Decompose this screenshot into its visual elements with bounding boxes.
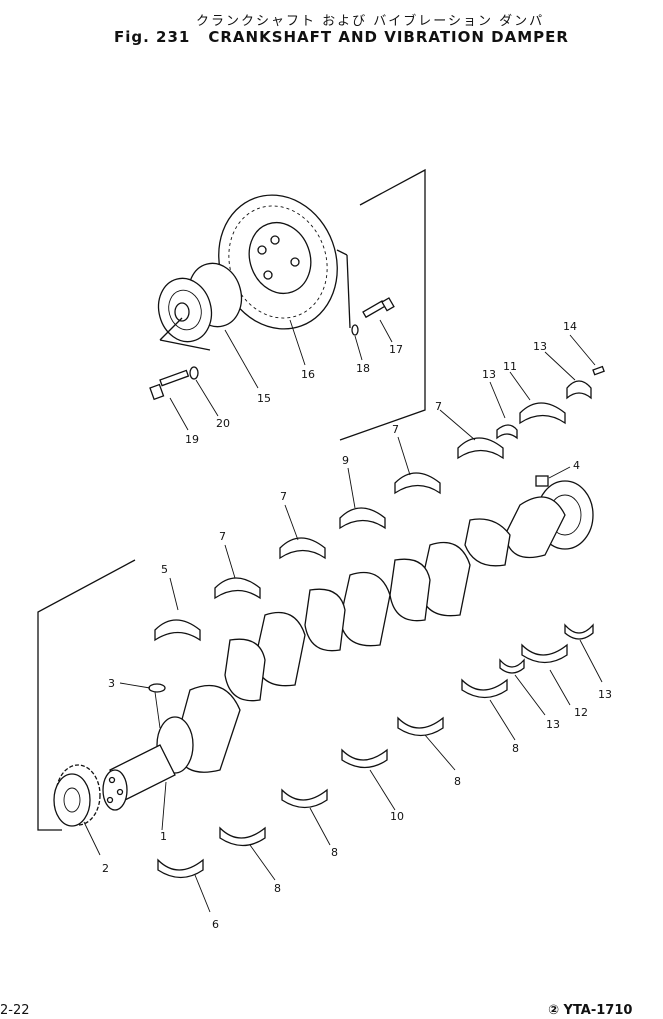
plug-4 — [535, 475, 549, 487]
callout-20: 20 — [216, 417, 230, 430]
callout-7-c: 7 — [392, 423, 399, 436]
callout-17: 17 — [389, 343, 403, 356]
callout-labels: 1 2 3 4 5 6 7 7 7 7 8 8 8 8 9 10 11 12 1… — [102, 320, 612, 931]
callout-15: 15 — [257, 392, 271, 405]
callout-16: 16 — [301, 368, 315, 381]
vibration-damper — [218, 194, 338, 330]
callout-19: 19 — [185, 433, 199, 446]
document-code: ② YTA-1710 — [548, 1003, 633, 1018]
title-japanese: クランクシャフト および バイブレーション ダンパ — [196, 14, 545, 29]
callout-4: 4 — [573, 459, 580, 472]
lower-bearing-shells — [157, 623, 594, 879]
page-number: 2-22 — [0, 1003, 30, 1018]
callout-1: 1 — [160, 830, 167, 843]
callout-6: 6 — [212, 918, 219, 931]
callout-8-c: 8 — [454, 775, 461, 788]
callout-7-a: 7 — [219, 530, 226, 543]
bolt-19 — [149, 369, 190, 401]
crankshaft-group-bracket — [37, 559, 136, 831]
upper-bearing-shells — [154, 365, 605, 642]
crank-gear — [53, 764, 101, 827]
washer-18 — [351, 324, 359, 336]
callout-14: 14 — [563, 320, 577, 333]
callout-18: 18 — [356, 362, 370, 375]
washer-20 — [189, 366, 199, 380]
figure-title-text: CRANKSHAFT AND VIBRATION DAMPER — [208, 28, 569, 46]
callout-7-b: 7 — [280, 490, 287, 503]
callout-13-b: 13 — [533, 340, 547, 353]
figure-number: Fig. 231 — [114, 28, 191, 46]
pulley — [157, 262, 243, 351]
callout-13-a: 13 — [482, 368, 496, 381]
callout-2: 2 — [102, 862, 109, 875]
callout-12: 12 — [574, 706, 588, 719]
callout-3: 3 — [108, 677, 115, 690]
callout-7-d: 7 — [435, 400, 442, 413]
callout-8-b: 8 — [331, 846, 338, 859]
key-3 — [148, 683, 166, 693]
callout-5: 5 — [161, 563, 168, 576]
callout-13-d: 13 — [598, 688, 612, 701]
callout-8-d: 8 — [512, 742, 519, 755]
figure-title: Fig. 231 CRANKSHAFT AND VIBRATION DAMPER — [114, 28, 569, 46]
callout-9: 9 — [342, 454, 349, 467]
callout-10: 10 — [390, 810, 404, 823]
leader-lines — [83, 319, 603, 913]
bolt-17 — [362, 297, 395, 319]
crankshaft — [102, 480, 594, 811]
callout-11: 11 — [503, 360, 517, 373]
callout-8-a: 8 — [274, 882, 281, 895]
damper-group-bracket — [339, 168, 426, 441]
callout-13-c: 13 — [546, 718, 560, 731]
